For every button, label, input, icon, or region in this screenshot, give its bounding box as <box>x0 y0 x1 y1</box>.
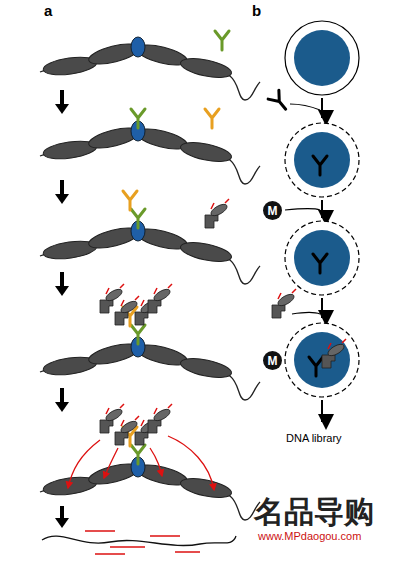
nucleus <box>294 132 350 188</box>
curved-arrow <box>290 104 320 110</box>
text-label: a <box>44 2 52 19</box>
antibody-icon <box>313 254 327 273</box>
cleavage-arrows <box>68 436 214 490</box>
marker-circle: M <box>263 351 282 370</box>
step-arrow <box>60 272 64 288</box>
secondary-antibody <box>123 191 137 210</box>
primary-antibody <box>215 31 229 50</box>
primary-antibody <box>131 209 145 228</box>
pa-mnase <box>205 199 229 228</box>
nucleosome-chain <box>40 337 260 400</box>
nucleosome-chain <box>40 121 260 184</box>
step-arrow-head <box>55 286 69 296</box>
antibody-icon <box>309 357 323 376</box>
curved-arrow <box>285 209 320 211</box>
step-arrow <box>321 200 323 218</box>
pa-mnase <box>148 404 172 433</box>
nucleosome-chain <box>40 457 260 520</box>
step-arrow <box>321 98 323 118</box>
marker-circle: M <box>263 201 282 220</box>
text-label: b <box>252 2 261 19</box>
nucleus <box>294 230 350 286</box>
permeabilized-cell <box>285 123 359 197</box>
pa-mnase <box>100 404 124 433</box>
nucleus <box>294 332 350 388</box>
pa-mnase-icon <box>322 339 346 368</box>
permeabilized-cell <box>285 323 359 397</box>
permeabilized-cell <box>285 221 359 295</box>
curved-arrow <box>292 313 320 315</box>
nucleosome-chain <box>40 221 260 284</box>
step-arrow <box>60 180 64 196</box>
step-arrow-head <box>55 402 69 412</box>
secondary-antibody <box>205 109 219 128</box>
node-text: M <box>268 354 278 368</box>
text-label: DNA library <box>286 432 342 444</box>
text-label: www.MPdaogou.com <box>258 530 361 542</box>
step-arrow <box>60 506 64 520</box>
cell-outline <box>285 21 359 95</box>
nucleosome-chain <box>40 37 260 100</box>
step-arrow <box>321 400 323 422</box>
node-text: M <box>268 204 278 218</box>
step-arrow <box>60 388 64 404</box>
step-arrow-head <box>55 104 69 114</box>
dna-fragment-line <box>42 536 236 546</box>
step-arrow <box>321 298 323 318</box>
primary-antibody <box>131 325 145 344</box>
primary-antibody <box>131 445 145 464</box>
antibody-icon <box>268 90 291 114</box>
antibody-icon <box>313 156 327 175</box>
primary-antibody <box>131 109 145 128</box>
step-arrow-head <box>55 194 69 204</box>
step-arrow-head <box>55 518 69 528</box>
nucleus <box>294 30 350 86</box>
step-arrow <box>60 90 64 106</box>
text-label: 名品导购 <box>254 492 374 533</box>
cut-fragments <box>85 531 200 554</box>
pa-mnase <box>148 284 172 313</box>
pa-mnase <box>100 284 124 313</box>
